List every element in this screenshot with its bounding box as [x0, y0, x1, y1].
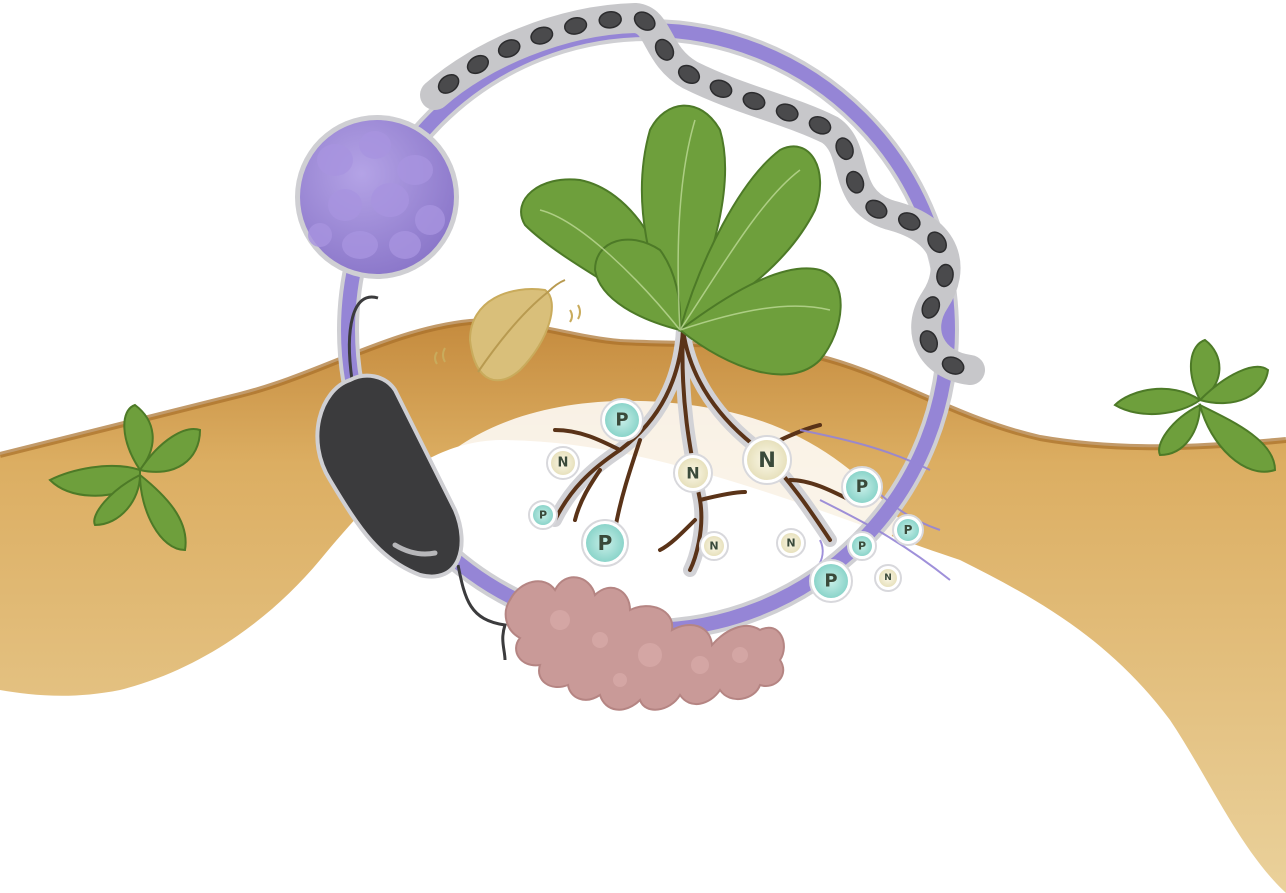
phosphorus-nodule: P: [842, 467, 882, 507]
nutrient-label: N: [709, 540, 718, 553]
nutrient-label: N: [558, 456, 569, 471]
nutrient-label: N: [686, 464, 699, 483]
phosphorus-nodule: P: [601, 399, 643, 441]
nitrogen-nodule: N: [875, 565, 901, 591]
phosphorus-nodule: P: [810, 560, 852, 602]
nutrient-label: P: [856, 477, 868, 497]
nutrient-label: P: [904, 523, 913, 537]
nutrient-label: P: [824, 571, 837, 592]
nutrient-label: N: [786, 537, 795, 550]
nutrient-label: P: [598, 531, 613, 555]
nitrogen-nodule: N: [777, 529, 805, 557]
phosphorus-nodule: P: [582, 520, 628, 566]
nutrient-label: N: [758, 448, 776, 472]
nutrient-label: P: [858, 540, 866, 553]
fungal-spore-ball: [295, 115, 459, 279]
amoeba-blob: [506, 577, 784, 709]
nutrient-label: N: [884, 573, 892, 583]
nitrogen-nodule: N: [700, 532, 728, 560]
nutrient-label: P: [539, 509, 547, 522]
phosphorus-nodule: P: [529, 501, 557, 529]
nutrient-label: P: [615, 410, 628, 431]
nitrogen-nodule: N: [547, 447, 579, 479]
nitrogen-nodule: N: [743, 436, 791, 484]
nitrogen-nodule: N: [674, 454, 712, 492]
phosphorus-nodule: P: [848, 532, 876, 560]
phosphorus-nodule: P: [893, 515, 923, 545]
